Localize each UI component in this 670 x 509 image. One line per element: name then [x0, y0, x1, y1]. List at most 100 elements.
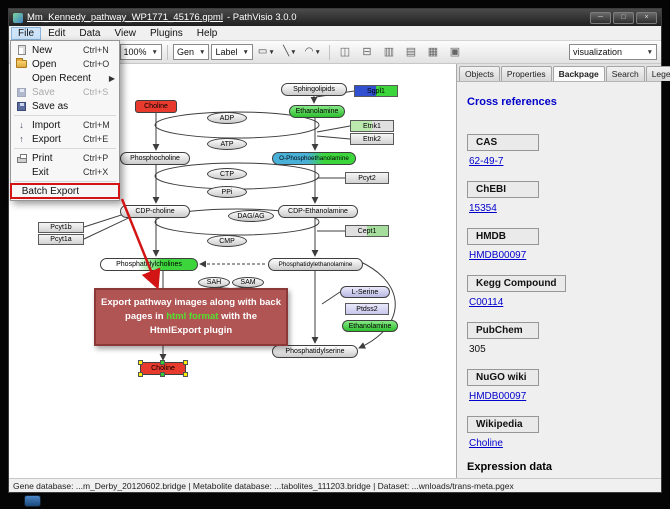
zoom-select[interactable]: 100% ▼	[119, 44, 162, 60]
line-icon: ╲	[283, 46, 290, 57]
selection-handle[interactable]	[138, 360, 143, 365]
gene-product-tool-button[interactable]: Gen ▼	[172, 44, 210, 60]
pathway-node-l-serine[interactable]: L-Serine	[340, 286, 390, 298]
common-width-button[interactable]: ▦	[423, 43, 443, 61]
pathway-node-ppi[interactable]: PPi	[207, 186, 247, 198]
pathway-node-choline[interactable]: Choline	[135, 100, 177, 113]
chevron-down-icon: ▼	[242, 48, 249, 56]
pathway-node-ethanolamine[interactable]: Ethanolamine	[289, 105, 345, 118]
selection-handle[interactable]	[160, 372, 165, 377]
menu-plugins[interactable]: Plugins	[149, 27, 183, 39]
pathway-node-cdp-choline[interactable]: CDP-choline	[120, 205, 190, 218]
pathway-node-ptdss2[interactable]: Ptdss2	[345, 303, 389, 315]
selection-handle[interactable]	[138, 372, 143, 377]
pathway-node-phosphatidylcholines[interactable]: Phosphatidylcholines	[100, 258, 198, 271]
menu-item-open-recent[interactable]: Open Recent ▶	[11, 71, 119, 85]
pathway-node-pcyt1a[interactable]: Pcyt1a	[38, 234, 84, 245]
menu-file[interactable]: File	[11, 26, 42, 40]
menu-item-shortcut: Ctrl+E	[83, 134, 109, 144]
menu-item-open[interactable]: Open Ctrl+O	[11, 57, 119, 71]
visualization-select[interactable]: visualization ▼	[569, 44, 657, 60]
menu-item-export[interactable]: ↑ Export Ctrl+E	[11, 132, 119, 146]
pathway-node-cdp-ethanolamine[interactable]: CDP-Ethanolamine	[278, 205, 358, 218]
save-as-icon	[17, 101, 26, 111]
menu-item-print[interactable]: Print Ctrl+P	[11, 151, 119, 165]
pathway-node-pcyt1b[interactable]: Pcyt1b	[38, 222, 84, 233]
menu-item-save-as[interactable]: Save as	[11, 99, 119, 113]
common-height-button[interactable]: ▣	[445, 43, 465, 61]
pathway-node-sam[interactable]: SAM	[232, 277, 264, 288]
side-panel-tabs: Objects Properties Backpage Search Legen…	[457, 64, 670, 82]
pathway-node-cept1[interactable]: Cept1	[345, 225, 389, 237]
pathway-node-o-phosphoethanolamine[interactable]: O-Phosphoethanolamine	[272, 152, 356, 165]
xref-link[interactable]: C00114	[469, 297, 504, 308]
menu-item-label: Export	[32, 133, 61, 145]
taskbar-fragment[interactable]	[24, 495, 41, 507]
pathway-node-sah[interactable]: SAH	[198, 277, 230, 288]
shape-tool-button[interactable]: ▭▼	[255, 43, 278, 61]
menu-item-save[interactable]: Save Ctrl+S	[11, 85, 119, 99]
callout-line-1: Export pathway images along with back	[100, 297, 281, 308]
connector-tool-button[interactable]: ◠▼	[302, 43, 324, 61]
export-icon: ↑	[19, 133, 24, 144]
menu-item-label: Open	[32, 58, 57, 70]
align-vertical-button[interactable]: ⊟	[357, 43, 377, 61]
pathway-node-etnk2[interactable]: Etnk2	[350, 133, 394, 145]
xref-link[interactable]: 62-49-7	[469, 156, 504, 167]
pathway-node-sgpl1[interactable]: Sgpl1	[354, 85, 398, 97]
xref-link[interactable]: HMDB00097	[469, 391, 527, 402]
toolbar: Zoom: 100% ▼ Gen ▼ Label ▼ ▭▼ ╲▼ ◠▼ ◫ ⊟ …	[9, 41, 661, 64]
pathway-node-atp[interactable]: ATP	[207, 138, 247, 150]
menu-help[interactable]: Help	[196, 27, 218, 39]
window-title-file: Mm_Kennedy_pathway_WP1771_45176.gpml	[27, 12, 223, 23]
line-tool-button[interactable]: ╲▼	[280, 43, 300, 61]
pathway-node-cmp[interactable]: CMP	[207, 235, 247, 247]
pathway-node-pcyt2[interactable]: Pcyt2	[345, 172, 389, 184]
pathway-node-choline-selected[interactable]: Choline	[138, 360, 188, 377]
pathway-node-dag[interactable]: DAG/AG	[228, 210, 274, 222]
label-tool-button[interactable]: Label ▼	[211, 44, 253, 60]
pathway-node-phosphatidylserine[interactable]: Phosphatidylserine	[272, 345, 358, 358]
tab-objects[interactable]: Objects	[459, 66, 500, 81]
menu-edit[interactable]: Edit	[48, 27, 66, 39]
xref-header: HMDB	[467, 228, 539, 245]
pathway-node-adp[interactable]: ADP	[207, 112, 247, 124]
pathway-node-phosphatidylethanolamine[interactable]: Phosphatidylethanolamine	[268, 258, 363, 271]
xref-link[interactable]: HMDB00097	[469, 250, 527, 261]
menu-item-import[interactable]: ↓ Import Ctrl+M	[11, 118, 119, 132]
menu-item-new[interactable]: New Ctrl+N	[11, 43, 119, 57]
menu-item-label: Exit	[32, 166, 49, 178]
align-horizontal-button[interactable]: ◫	[335, 43, 355, 61]
window-title-app: - PathVisio 3.0.0	[226, 12, 297, 23]
common-width-icon: ▦	[427, 45, 439, 58]
pathway-node-ctp[interactable]: CTP	[207, 168, 247, 180]
xref-link[interactable]: 15354	[469, 203, 497, 214]
tab-legend[interactable]: Legend	[645, 66, 670, 81]
menu-item-batch-export[interactable]: Batch Export	[10, 183, 120, 199]
xref-section-cas: CAS 62-49-7	[467, 132, 651, 167]
close-button[interactable]: ×	[636, 11, 657, 24]
pathway-node-ethanolamine-2[interactable]: Ethanolamine	[342, 320, 398, 332]
pathway-node-phosphocholine[interactable]: Phosphocholine	[120, 152, 190, 165]
pathway-node-etnk1[interactable]: Etnk1	[350, 120, 394, 132]
pathway-node-sphingolipids[interactable]: Sphingolipids	[281, 83, 347, 96]
callout-line-2: pages in html format with the	[98, 310, 284, 324]
menu-view[interactable]: View	[114, 27, 136, 39]
label-tool-label: Label	[215, 47, 238, 57]
xref-link[interactable]: Choline	[469, 438, 503, 449]
menu-data[interactable]: Data	[79, 27, 101, 39]
tab-properties[interactable]: Properties	[500, 66, 552, 81]
print-icon	[16, 153, 27, 163]
selection-handle[interactable]	[183, 372, 188, 377]
minimize-button[interactable]: ─	[590, 11, 611, 24]
menu-item-exit[interactable]: Exit Ctrl+X	[11, 165, 119, 179]
maximize-button[interactable]: □	[613, 11, 634, 24]
selection-handle[interactable]	[183, 360, 188, 365]
tab-backpage[interactable]: Backpage	[552, 66, 605, 81]
distribute-vertical-button[interactable]: ▤	[401, 43, 421, 61]
xref-section-kegg: Kegg Compound C00114	[467, 273, 651, 308]
tab-search[interactable]: Search	[605, 66, 645, 81]
selection-handle[interactable]	[160, 360, 165, 365]
distribute-horizontal-button[interactable]: ▥	[379, 43, 399, 61]
